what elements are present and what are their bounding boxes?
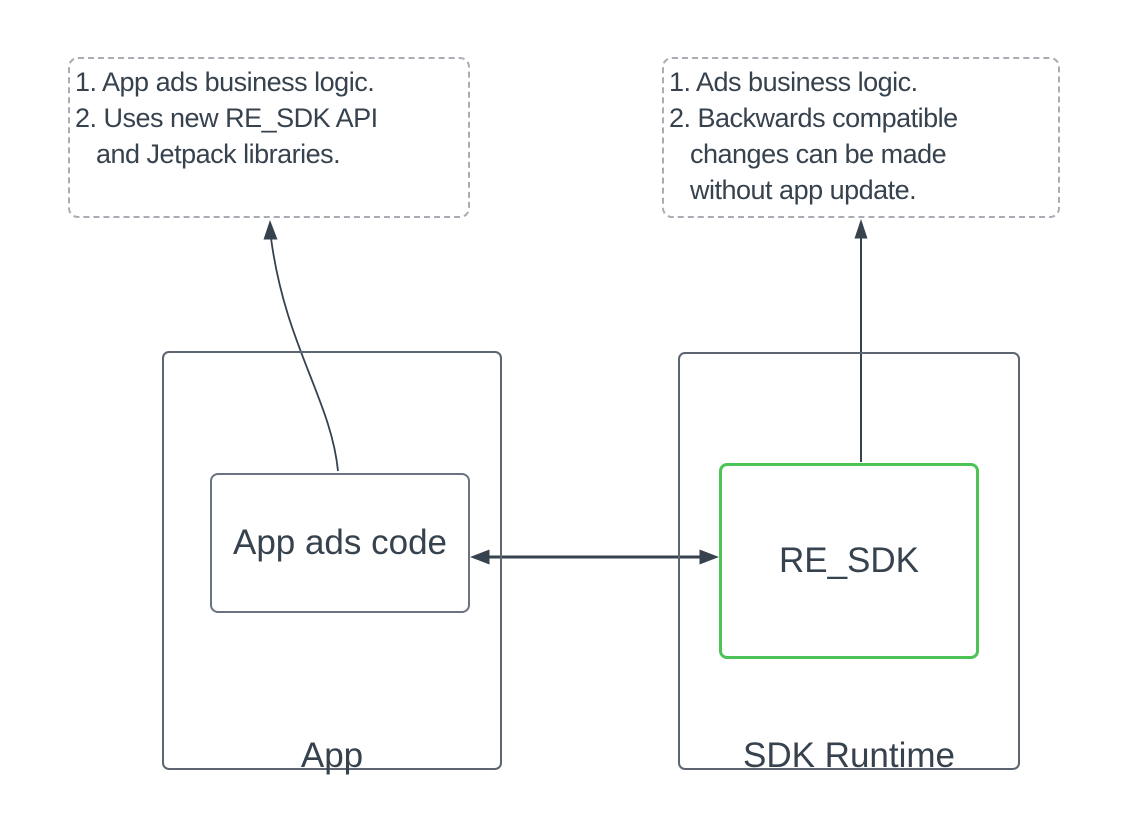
sdk-runtime-container-box: RE_SDK SDK Runtime xyxy=(678,352,1020,775)
note-line: changes can be made xyxy=(690,139,947,169)
note-line: 1. App ads business logic. xyxy=(75,67,375,97)
re-sdk-label: RE_SDK xyxy=(778,541,920,580)
app-container-box: App ads code App xyxy=(162,351,502,775)
note-line: and Jetpack libraries. xyxy=(96,139,341,169)
app-note-box: 1. App ads business logic. 2. Uses new R… xyxy=(68,57,470,218)
note-line: 2. Backwards compatible xyxy=(669,103,958,133)
re-sdk-box: RE_SDK xyxy=(719,463,979,659)
sdk-note-box: 1. Ads business logic. 2. Backwards comp… xyxy=(662,57,1060,218)
app-ads-code-box: App ads code xyxy=(210,473,470,613)
app-ads-code-label: App ads code xyxy=(232,523,448,562)
note-line: without app update. xyxy=(690,175,917,205)
app-label: App xyxy=(300,736,364,775)
note-line: 2. Uses new RE_SDK API xyxy=(75,103,378,133)
note-line: 1. Ads business logic. xyxy=(669,67,918,97)
sdk-runtime-label: SDK Runtime xyxy=(742,736,956,775)
